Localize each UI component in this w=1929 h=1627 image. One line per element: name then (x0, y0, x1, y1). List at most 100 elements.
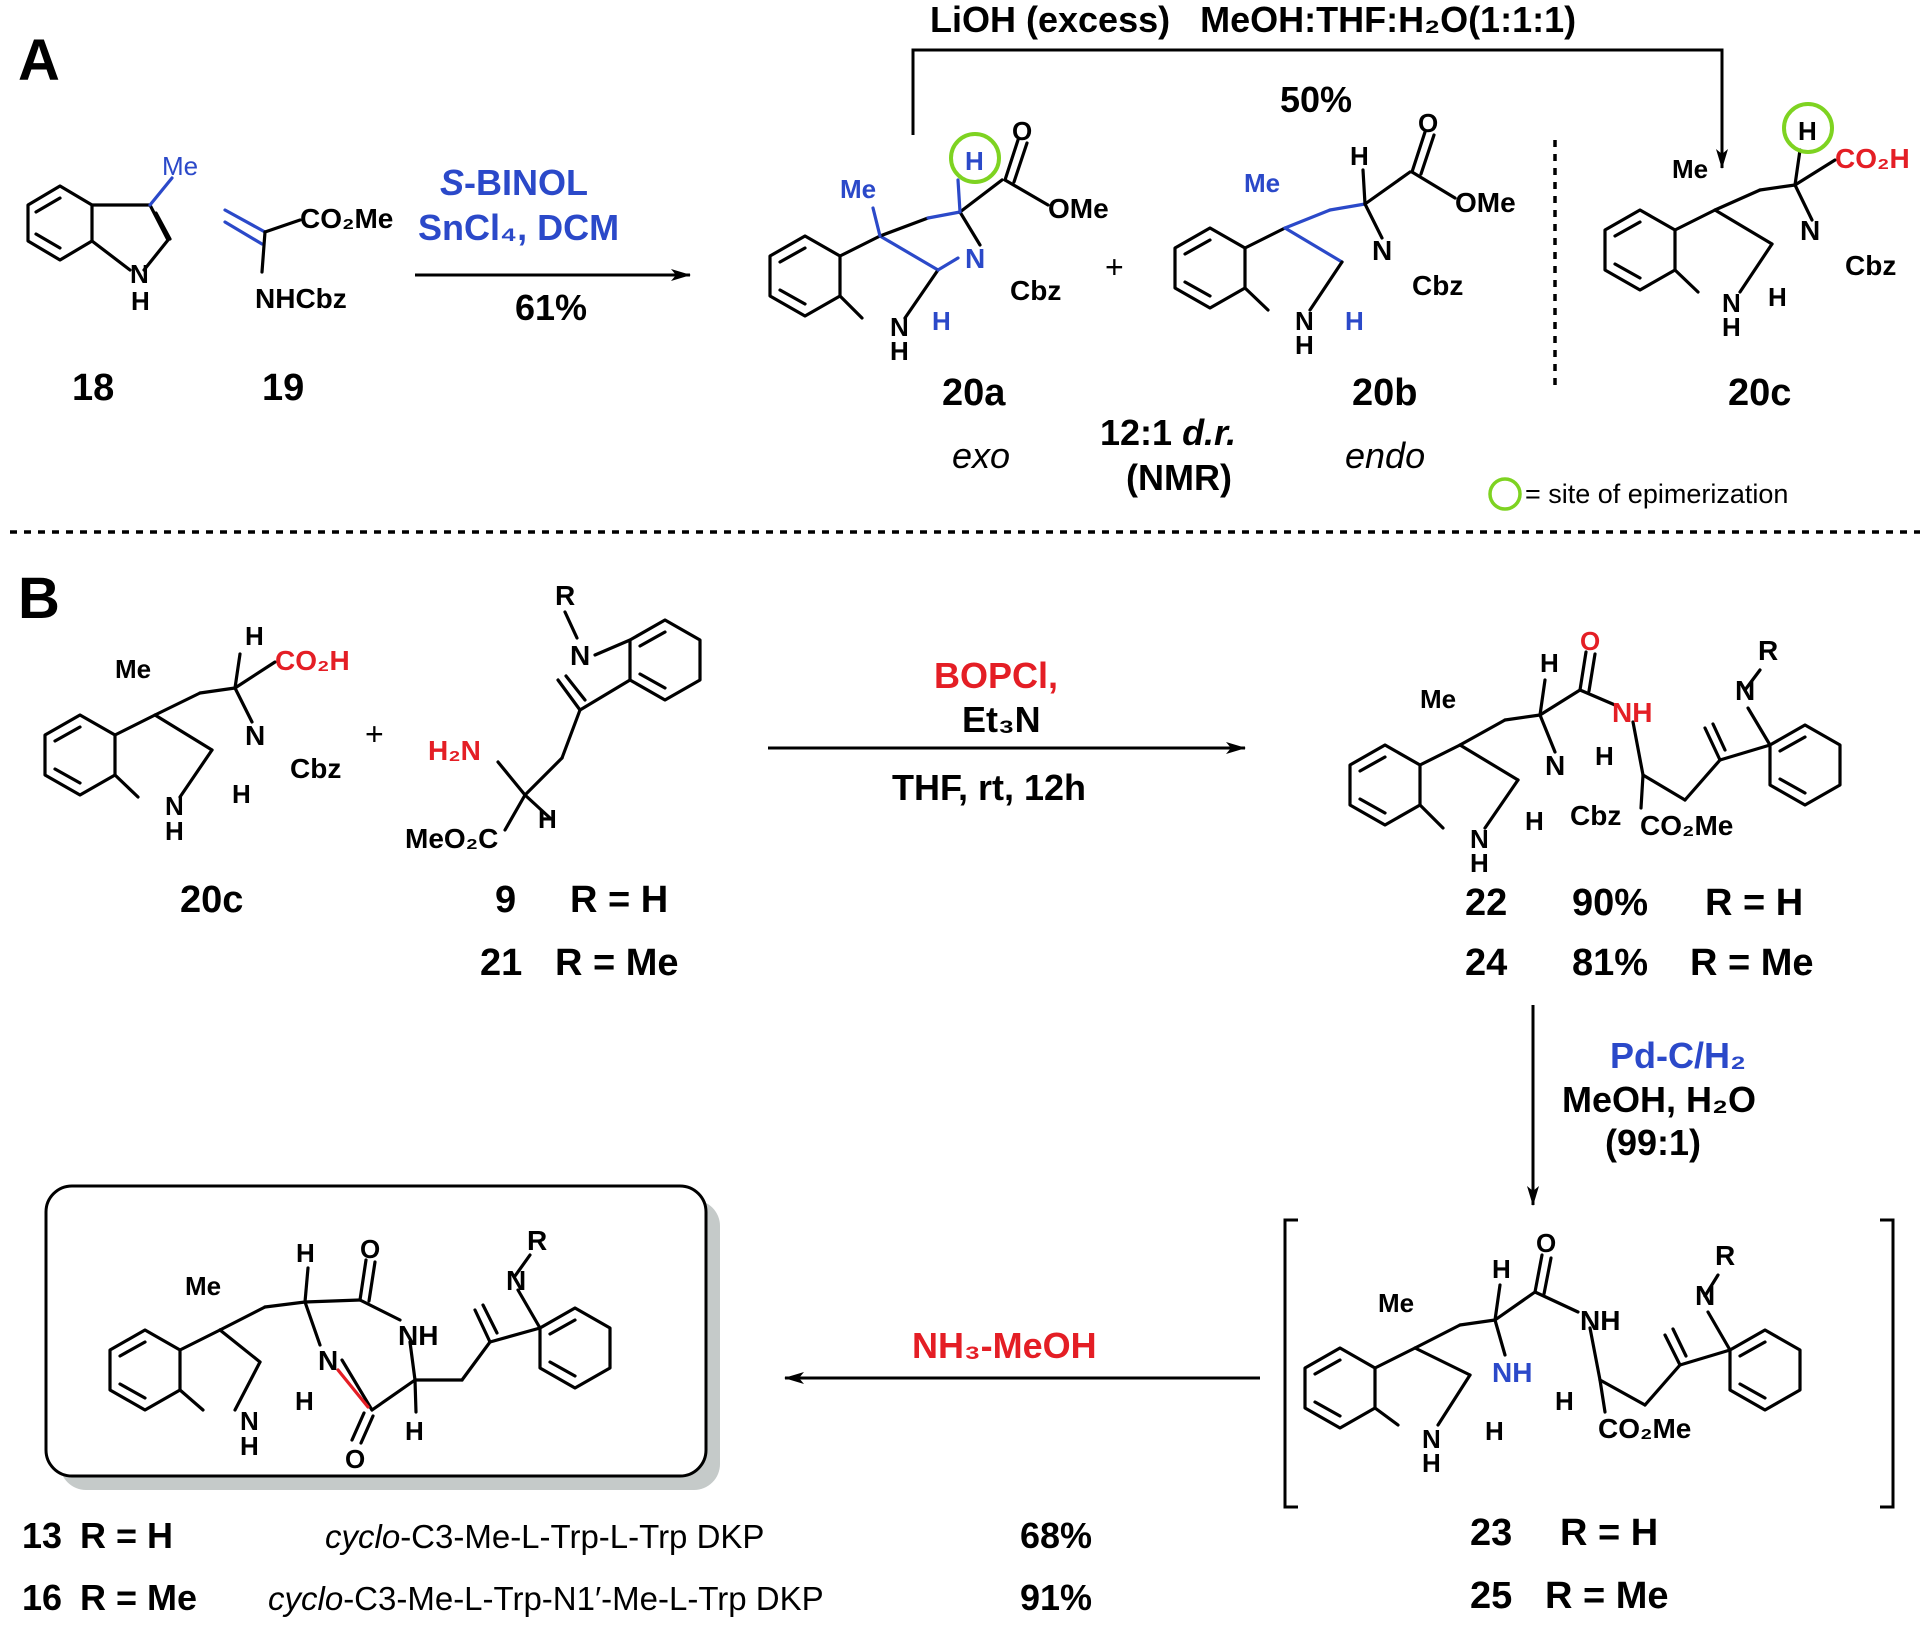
atom-nh: N (1722, 288, 1741, 318)
atom-h: H (232, 779, 251, 809)
atom-cbz: Cbz (1010, 275, 1061, 306)
compound-21-label: 21 (480, 942, 522, 984)
atom-h: H (1345, 306, 1364, 336)
reagent-pd-solvent: MeOH, H₂O (1562, 1079, 1756, 1120)
atom-r: R (527, 1225, 547, 1256)
hydrolysis-yield: 50% (1280, 79, 1352, 120)
reagent-nh3: NH₃-MeOH (912, 1325, 1097, 1366)
atom-co2h: CO₂H (275, 645, 350, 676)
atom-nh: N (890, 312, 909, 342)
atom-me: Me (840, 174, 876, 204)
atom-h: H (1555, 1386, 1574, 1416)
compound-16-r: R = Me (80, 1577, 197, 1618)
atom-cbz: Cbz (290, 753, 341, 784)
legend-text: = site of epimerization (1525, 479, 1788, 509)
compound-16-yield: 91% (1020, 1577, 1092, 1618)
compound-9-structure: R N H₂N H MeO₂C (405, 580, 702, 854)
compound-22-structure: H O NH N Cbz H CO₂Me Me N H H N R (1348, 626, 1842, 878)
compound-13-structure: H O NH N O H Me N H H N R (108, 1225, 612, 1474)
atom-ome: OMe (1455, 187, 1516, 218)
compound-23-r: R = H (1560, 1512, 1658, 1554)
atom-cbz: Cbz (1570, 800, 1621, 831)
atom-cbz: Cbz (1845, 250, 1896, 281)
atom-h: H (1768, 282, 1787, 312)
compound-16-label: 16 (22, 1577, 62, 1618)
atom-r: R (1758, 635, 1778, 666)
compound-21-r: R = Me (555, 942, 679, 984)
atom-n: N (1470, 824, 1489, 854)
atom-o: O (1536, 1228, 1556, 1258)
atom-n: N (1800, 215, 1820, 246)
compound-19-structure: CO₂Me NHCbz (223, 203, 393, 314)
compound-13-name: cyclo-C3-Me-L-Trp-L-Trp DKP (325, 1518, 764, 1555)
atom-nh: NH (1612, 697, 1652, 728)
plus-sign: + (365, 716, 384, 752)
atom-nh: N (130, 259, 149, 289)
atom-h: H (890, 336, 909, 366)
atom-n: N (245, 720, 265, 751)
atom-h: H (1350, 141, 1369, 171)
compound-22-label: 22 (1465, 882, 1507, 924)
atom-h: H (296, 1238, 315, 1268)
compound-13-r: R = H (80, 1515, 173, 1556)
atom-h: H (1485, 1416, 1504, 1446)
atom-nh: NH (1580, 1305, 1620, 1336)
atom-h: H (240, 1431, 259, 1461)
atom-h: H (538, 804, 557, 834)
atom-h: H (932, 306, 951, 336)
atom-n: N (965, 243, 985, 274)
atom-r: R (1715, 1240, 1735, 1271)
compound-20c-label-b: 20c (180, 879, 243, 921)
left-bracket (1283, 1218, 1298, 1509)
atom-me: Me (162, 151, 198, 181)
atom-n: N (1735, 675, 1755, 706)
compound-23-structure: H O NH NH H CO₂Me Me N H H N R (1303, 1228, 1802, 1478)
atom-ome: OMe (1048, 193, 1109, 224)
hydrolysis-arrow (911, 48, 1728, 169)
compound-13-label: 13 (22, 1515, 62, 1556)
atom-o: O (360, 1234, 380, 1264)
compound-20b-structure: H O OMe N Cbz Me N H H (1173, 108, 1516, 360)
atom-co2me: CO₂Me (1598, 1413, 1691, 1444)
compound-25-r: R = Me (1545, 1575, 1669, 1617)
compound-22-r: R = H (1705, 882, 1803, 924)
compound-20a-structure: H O OMe N Cbz Me N H H (768, 116, 1109, 366)
reagent-sncl4: SnCl₄, DCM (418, 207, 619, 248)
hydrolysis-reagents: LiOH (excess) MeOH:THF:H₂O(1:1:1) (930, 0, 1576, 40)
atom-cbz: Cbz (1412, 270, 1463, 301)
atom-h: H (1595, 741, 1614, 771)
compound-19-label: 19 (262, 367, 304, 409)
product-box (44, 1184, 708, 1478)
compound-20c-b-structure: H CO₂H N Cbz Me N H H (43, 621, 350, 846)
compound-13-yield: 68% (1020, 1515, 1092, 1556)
atom-n: N (1372, 235, 1392, 266)
atom-me: Me (1244, 168, 1280, 198)
atom-h: H (1540, 648, 1559, 678)
reagent-binol: S-BINOL (440, 162, 588, 203)
atom-n: N (1695, 1280, 1715, 1311)
atom-r: R (555, 580, 575, 611)
atom-h: H (1470, 848, 1489, 878)
compound-25-label: 25 (1470, 1575, 1512, 1617)
epimerization-site-marker (949, 132, 1001, 184)
reagent-bopcl: BOPCl, (934, 655, 1058, 696)
exo-label: exo (952, 435, 1010, 476)
reagent-pd-ratio: (99:1) (1605, 1122, 1701, 1163)
atom-co2me: CO₂Me (1640, 810, 1733, 841)
epimerization-site-marker (1782, 102, 1834, 154)
atom-nh: NH (1492, 1357, 1532, 1388)
atom-me: Me (185, 1271, 221, 1301)
panel-a-label: A (18, 28, 60, 93)
compound-23-label: 23 (1470, 1512, 1512, 1554)
nmr-label: (NMR) (1126, 457, 1232, 498)
atom-h2n: H₂N (428, 735, 481, 766)
atom-h: H (1422, 1448, 1441, 1478)
compound-22-yield: 90% (1572, 882, 1648, 924)
atom-n: N (1422, 1424, 1441, 1454)
atom-n: N (506, 1265, 526, 1296)
atom-h: H (965, 146, 984, 176)
atom-h: H (295, 1386, 314, 1416)
plus-sign: + (1105, 249, 1124, 285)
atom-h: H (1525, 806, 1544, 836)
